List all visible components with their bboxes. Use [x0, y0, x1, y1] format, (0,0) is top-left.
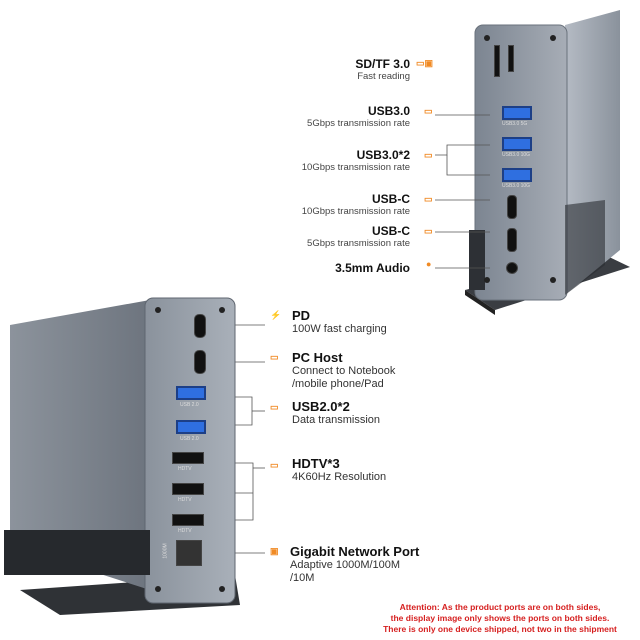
- top-device: [465, 10, 630, 315]
- label-usbc-10g: USB-C 10Gbps transmission rate: [302, 192, 410, 217]
- label-hdtv: HDTV*3 4K60Hz Resolution: [292, 456, 386, 484]
- notice-line-1: Attention: As the product ports are on b…: [399, 602, 601, 612]
- usb-c-icon: ▭: [424, 226, 433, 236]
- usb-c-icon: ▭: [270, 352, 279, 362]
- hdtv-port-2: [172, 483, 204, 495]
- sd-slot: [494, 45, 500, 77]
- label-title: SD/TF 3.0: [355, 57, 410, 71]
- label-title: PD: [292, 308, 311, 323]
- audio-jack: [506, 262, 518, 274]
- usb-c-port-2: [507, 228, 517, 252]
- ethernet-port: [176, 540, 202, 566]
- usb-icon: ▭: [270, 402, 279, 412]
- label-sub: Connect to Notebook: [292, 365, 396, 377]
- usb-icon: ▭: [424, 150, 433, 160]
- pd-usb-c-port: [194, 314, 206, 338]
- usb-icon: ▭: [424, 106, 433, 116]
- label-pd: PD 100W fast charging: [292, 308, 387, 336]
- label-sub: 5Gbps transmission rate: [307, 238, 410, 249]
- usb3-port-1-label: USB3.0 5G: [502, 121, 528, 127]
- label-sub: /10M: [290, 572, 315, 584]
- usb3-port-1: [502, 106, 532, 120]
- pc-host-usb-c-port: [194, 350, 206, 374]
- label-title: Gigabit Network Port: [290, 544, 420, 559]
- label-usb3: USB3.0 5Gbps transmission rate: [307, 104, 410, 129]
- notice-line-2: the display image only shows the ports o…: [390, 613, 610, 623]
- label-usb2x2: USB2.0*2 Data transmission: [292, 399, 380, 427]
- usb2-port-1-label: USB 2.0: [180, 402, 199, 408]
- usb3-port-2: [502, 137, 532, 151]
- usb3-port-2-label: USB3.0 10G: [502, 152, 531, 158]
- label-title: USB3.0*2: [356, 148, 410, 162]
- usb2-port-1: [176, 386, 206, 400]
- label-sd-tf: SD/TF 3.0 Fast reading: [355, 57, 410, 82]
- ethernet-icon: ▣: [270, 546, 279, 556]
- hdtv-port-3-label: HDTV: [178, 528, 192, 534]
- label-sub: 5Gbps transmission rate: [307, 118, 410, 129]
- lan-label: 1000M: [162, 543, 169, 559]
- tf-slot: [508, 45, 514, 72]
- usb2-port-2-label: USB 2.0: [180, 436, 199, 442]
- hdtv-port-1: [172, 452, 204, 464]
- label-title: USB2.0*2: [292, 399, 350, 414]
- label-title: USB-C: [372, 224, 410, 238]
- usb3-port-3: [502, 168, 532, 182]
- sd-card-icon: ▭▣: [416, 58, 434, 68]
- label-sub: Adaptive 1000M/100M: [290, 559, 401, 571]
- label-sub: 10Gbps transmission rate: [301, 162, 410, 173]
- hdtv-port-2-label: HDTV: [178, 497, 192, 503]
- label-pc-host: PC Host Connect to Notebook /mobile phon…: [292, 350, 395, 391]
- label-title: USB3.0: [367, 104, 410, 118]
- hdtv-port-3: [172, 514, 204, 526]
- hdtv-port-1-label: HDTV: [178, 466, 192, 472]
- label-title: PC Host: [292, 350, 343, 365]
- label-sub: 100W fast charging: [292, 323, 387, 335]
- usb3-port-3-label: USB3.0 10G: [502, 183, 531, 189]
- bottom-device: [4, 297, 240, 615]
- label-usb3x2: USB3.0*2 10Gbps transmission rate: [302, 148, 410, 173]
- label-ethernet: Gigabit Network Port Adaptive 1000M/100M…: [290, 544, 419, 585]
- label-sub: Data transmission: [292, 414, 381, 426]
- lightning-icon: ⚡: [270, 310, 282, 320]
- audio-icon: ●: [426, 259, 432, 269]
- label-sub: 4K60Hz Resolution: [292, 471, 387, 483]
- label-sub: Fast reading: [357, 71, 410, 82]
- usb-c-icon: ▭: [424, 194, 433, 204]
- label-title: HDTV*3: [292, 456, 340, 471]
- shipping-notice: Attention: As the product ports are on b…: [362, 602, 638, 635]
- label-audio: 3.5mm Audio: [335, 261, 410, 275]
- usb2-port-2: [176, 420, 206, 434]
- notice-line-3: There is only one device shipped, not tw…: [383, 624, 617, 634]
- label-sub: /mobile phone/Pad: [292, 378, 384, 390]
- label-sub: 10Gbps transmission rate: [301, 206, 410, 217]
- hdmi-icon: ▭: [270, 460, 279, 470]
- usb-c-port-1: [507, 195, 517, 219]
- label-usbc-5g: USB-C 5Gbps transmission rate: [307, 224, 410, 249]
- label-title: 3.5mm Audio: [335, 261, 410, 275]
- label-title: USB-C: [372, 192, 410, 206]
